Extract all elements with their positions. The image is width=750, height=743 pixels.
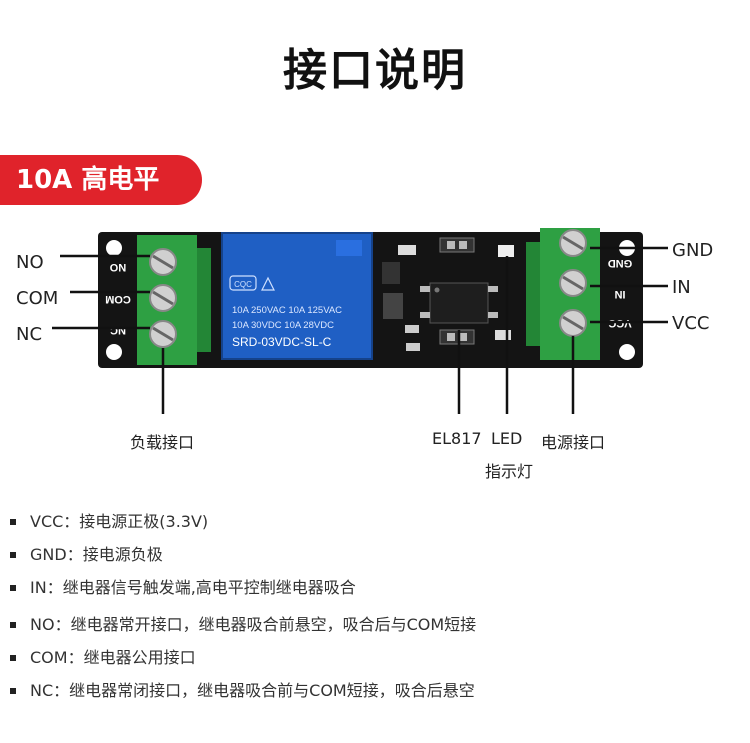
spec-badge: 10A 高电平 [0,155,202,205]
silk-no: NO [109,261,126,273]
relay-rating-1: 10A 250VAC 10A 125VAC [232,305,342,316]
mount-hole [619,344,635,360]
callout-led: LED [491,429,523,448]
relay-rating-2: 10A 30VDC 10A 28VDC [232,320,334,331]
label-in: IN [672,277,691,298]
bullet-icon [10,552,16,558]
jumper-bottom [439,329,475,345]
leader-lines [52,246,668,414]
pin-description-list: VCC：接电源正极(3.3V) GND：接电源负极 IN：继电器信号触发端,高电… [6,505,476,707]
relay-module-illustration: NO COM NC CQC 10A 250VAC 10A 125VAC 10A … [52,228,668,414]
list-item: VCC：接电源正极(3.3V) [6,505,476,538]
callout-power: 电源接口 [541,433,606,452]
bullet-icon [10,585,16,591]
callout-load: 负载接口 [130,433,195,452]
left-screws [149,248,177,348]
list-item: IN：继电器信号触发端,高电平控制继电器吸合 [6,571,476,604]
list-item: GND：接电源负极 [6,538,476,571]
silk-com: COM [105,293,131,305]
callout-indicator: 指示灯 [485,462,534,481]
list-item: NC：继电器常闭接口，继电器吸合前与COM短接，吸合后悬空 [6,674,476,707]
led [498,245,514,257]
page-title: 接口说明 [283,45,467,96]
label-gnd: GND [672,240,714,261]
list-item: NO：继电器常开接口，继电器吸合前悬空，吸合后与COM短接 [6,608,476,641]
mount-hole [106,344,122,360]
silk-gnd: GND [608,257,633,269]
label-com: COM [16,288,59,309]
bullet-icon [10,688,16,694]
silk-nc: NC [110,324,126,336]
label-nc: NC [16,324,43,345]
bullet-icon [10,622,16,628]
jumper-top [439,237,475,253]
cqc-logo [229,275,257,291]
mount-hole [106,240,122,256]
svg-text:CQC: CQC [234,280,252,289]
silk-in: IN [614,288,625,300]
label-vcc: VCC [672,313,710,334]
bullet-icon [10,519,16,525]
list-item: COM：继电器公用接口 [6,641,476,674]
el817-chip [429,282,489,324]
label-no: NO [16,252,44,273]
right-screws [559,229,587,337]
relay-model: SRD-03VDC-SL-C [232,335,332,349]
callout-el817: EL817 [432,429,482,448]
bullet-icon [10,655,16,661]
